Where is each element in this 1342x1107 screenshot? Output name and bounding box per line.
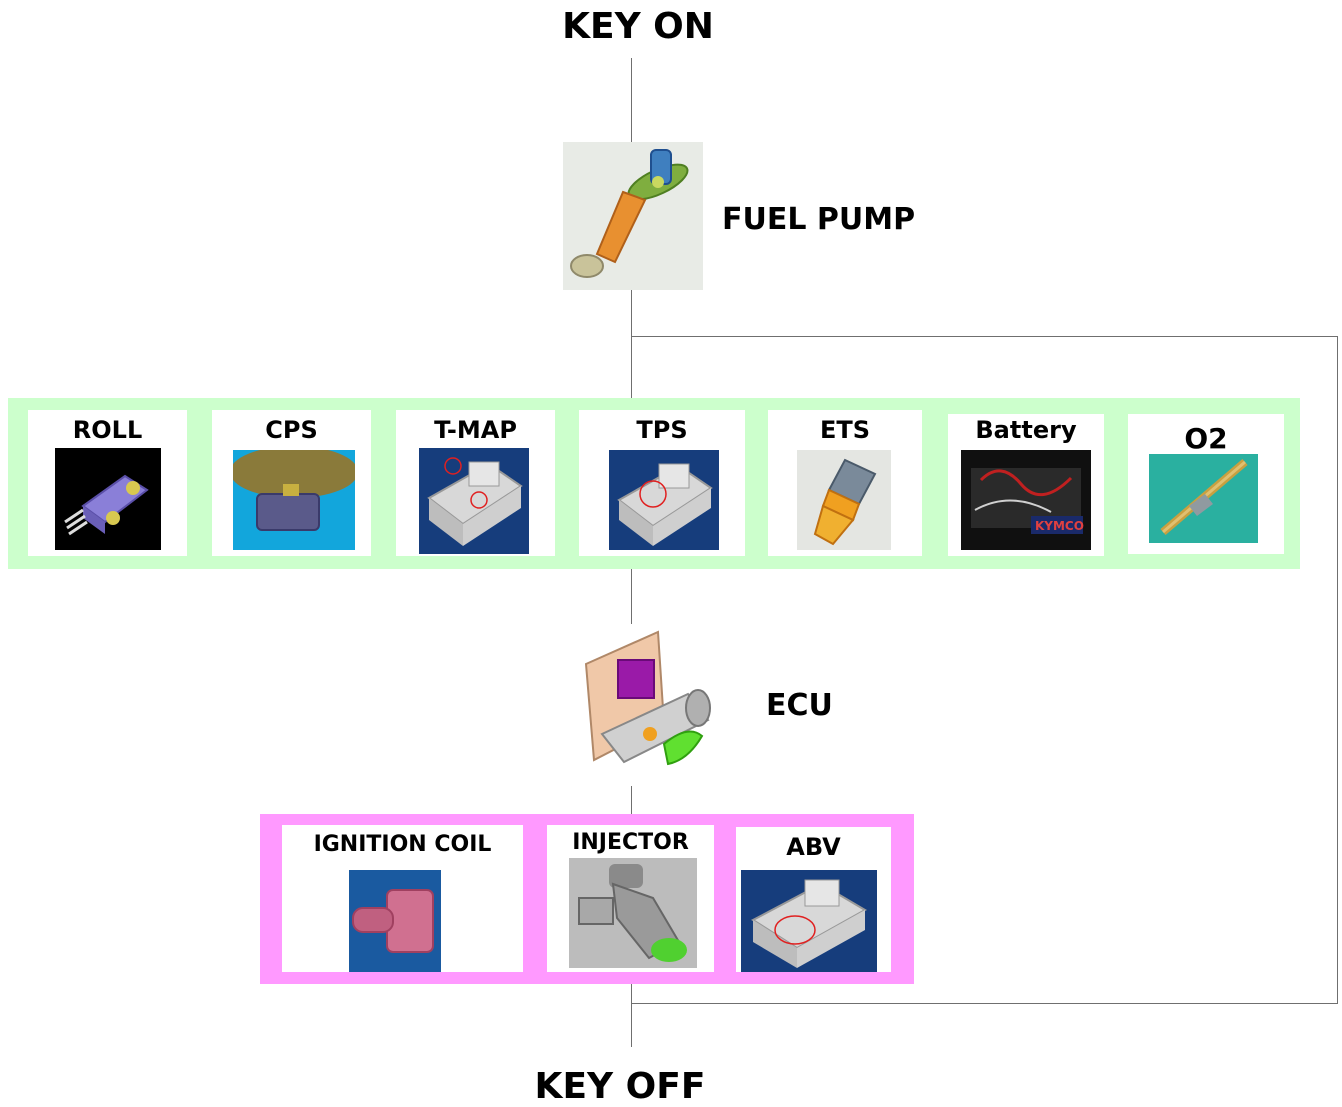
sensor-label-roll: ROLL (72, 416, 143, 444)
sensor-card-o2: O2 (1128, 414, 1284, 554)
sensor-card-t-map: T-MAP (396, 410, 555, 556)
battery-photo-brand: KYMCO (1035, 519, 1084, 533)
actuator-label-abv: ABV (786, 833, 841, 861)
sensor-label-battery: Battery (975, 416, 1077, 444)
oxygen-sensor-icon (1149, 454, 1258, 543)
sensor-card-roll: ROLL (28, 410, 187, 556)
abv-valve-icon (741, 870, 877, 972)
sensor-label-o2: O2 (1184, 422, 1228, 455)
actuator-card-injector: INJECTOR (547, 825, 714, 972)
actuator-card-ignition-coil: IGNITION COIL (282, 825, 523, 972)
sensor-card-ets: ETS (768, 410, 922, 556)
key-off-label: KEY OFF (534, 1066, 706, 1107)
roll-sensor-icon (55, 448, 161, 550)
sensor-card-cps: CPS (212, 410, 371, 556)
key-on-label: KEY ON (562, 6, 714, 47)
connector-sensors-to-ecu (631, 569, 632, 624)
ecu-throttle-body-icon (568, 624, 730, 786)
fuel-pump-icon (563, 142, 703, 290)
feedback-loop-bottom (631, 1003, 1338, 1004)
sensor-card-tps: TPS (579, 410, 745, 556)
sensor-label-cps: CPS (265, 416, 318, 444)
connector-keyon-to-pump (631, 58, 632, 142)
engine-temperature-sensor-icon (797, 450, 891, 550)
sensor-label-t-map: T-MAP (434, 416, 517, 444)
battery-icon: KYMCO (961, 450, 1091, 550)
actuator-label-ignition-coil: IGNITION COIL (313, 832, 492, 857)
connector-pump-to-sensors (631, 290, 632, 400)
fuel-pump-label: FUEL PUMP (722, 202, 916, 237)
sensor-label-tps: TPS (636, 416, 688, 444)
t-map-sensor-icon (419, 448, 529, 554)
feedback-loop-right (1337, 336, 1338, 1004)
crank-position-sensor-icon (233, 450, 355, 550)
connector-actuators-to-keyoff (631, 984, 632, 1047)
actuator-label-injector: INJECTOR (572, 830, 689, 855)
sensor-card-battery: Battery KYMCO (948, 414, 1104, 556)
sensor-label-ets: ETS (819, 416, 871, 444)
ignition-coil-icon (349, 870, 441, 972)
actuator-card-abv: ABV (736, 827, 891, 972)
injector-icon (569, 858, 697, 968)
connector-ecu-to-actuators (631, 786, 632, 814)
feedback-loop-top (631, 336, 1337, 337)
throttle-position-sensor-icon (609, 450, 719, 550)
ecu-label: ECU (766, 688, 833, 723)
